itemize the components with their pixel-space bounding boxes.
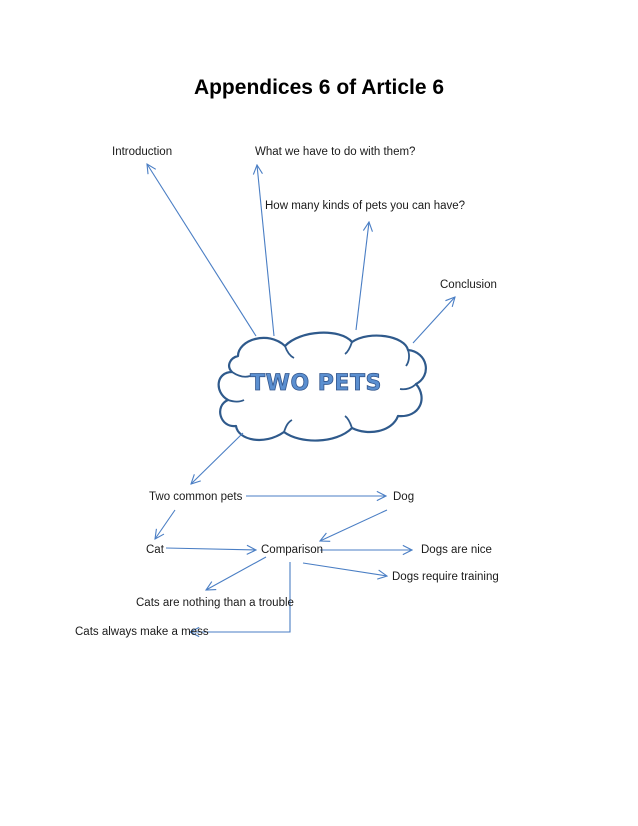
arrow-to-two-common-pets xyxy=(191,432,244,484)
node-introduction: Introduction xyxy=(112,146,173,158)
cloud-label: TWO PETS xyxy=(250,371,382,396)
node-cats-trouble: Cats are nothing than a trouble xyxy=(136,597,294,609)
cloud-inner-curve xyxy=(405,349,410,367)
node-conclusion: Conclusion xyxy=(440,279,497,291)
node-dogs-require-training: Dogs require training xyxy=(392,571,499,583)
arrow-dog-to-comparison xyxy=(320,509,388,541)
node-comparison: Comparison xyxy=(261,544,323,556)
node-cat: Cat xyxy=(146,544,164,556)
cloud-inner-curve xyxy=(227,399,245,403)
node-dog: Dog xyxy=(393,491,415,503)
arrow-comparison-to-dogs-training xyxy=(302,562,387,576)
cloud-inner-curve xyxy=(283,419,293,433)
cloud-inner-curve xyxy=(399,383,417,391)
arrow-to-what-to-do xyxy=(257,165,275,337)
arrow-to-how-many-kinds xyxy=(355,222,369,331)
arrow-to-introduction xyxy=(147,164,257,337)
arrow-comparison-to-cats-mess xyxy=(190,562,291,632)
arrow-comparison-to-cats-trouble xyxy=(206,556,267,590)
arrow-to-conclusion xyxy=(412,297,455,344)
node-how-many-kinds: How many kinds of pets you can have? xyxy=(265,200,466,212)
cloud-inner-curve xyxy=(284,345,295,359)
node-what-to-do: What we have to do with them? xyxy=(255,146,416,158)
cloud-inner-curve xyxy=(344,415,353,429)
node-dogs-are-nice: Dogs are nice xyxy=(421,544,492,556)
arrow-cat-to-comparison xyxy=(165,548,256,550)
cloud-shape xyxy=(217,331,427,442)
cloud-inner-curve xyxy=(344,341,353,355)
cloud-inner-curve xyxy=(231,371,251,378)
arrow-two-common-pets-to-cat xyxy=(155,509,176,539)
node-cats-mess: Cats always make a mess xyxy=(75,626,209,638)
page-title: Appendices 6 of Article 6 xyxy=(193,76,445,99)
node-two-common-pets: Two common pets xyxy=(149,491,243,503)
